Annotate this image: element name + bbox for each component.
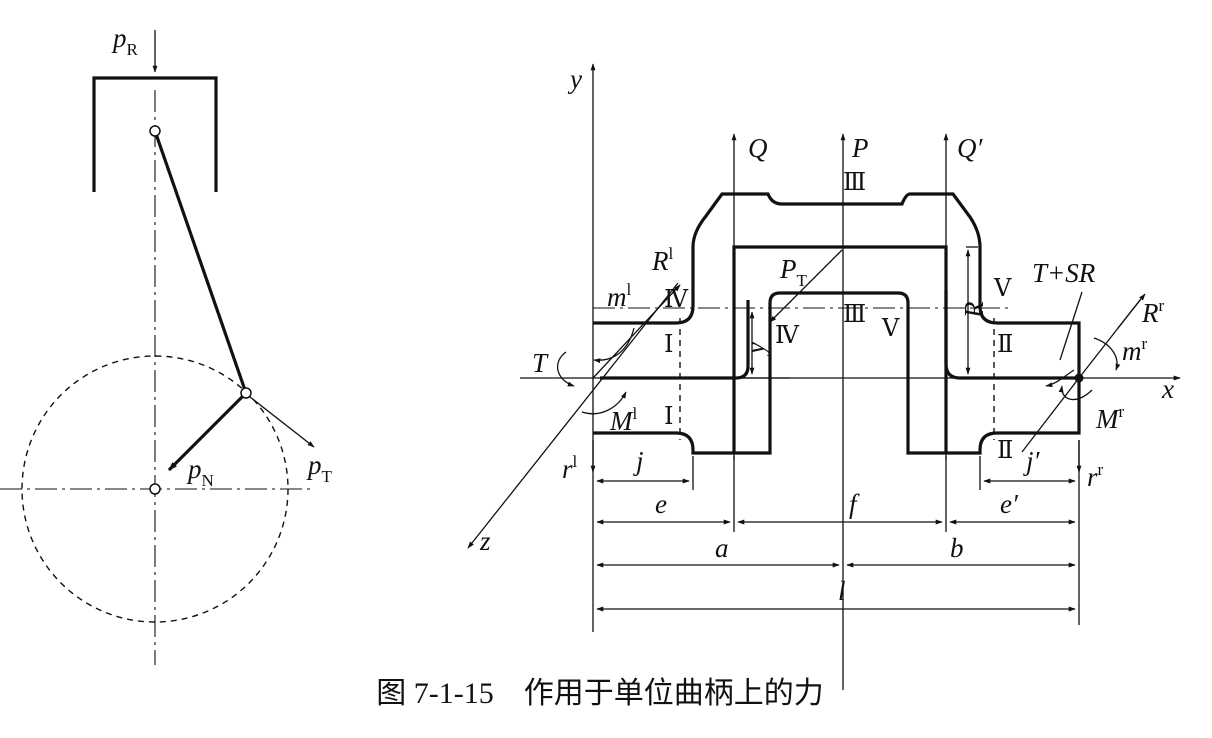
label-pT: pT — [306, 450, 333, 486]
label-T: T — [532, 348, 549, 378]
label-dim-y: y — [740, 342, 770, 357]
label-dim-f: f — [849, 489, 860, 519]
crank-unit-figure: y x z Q P Q′ Rl Rr PT T+SR T ml mr Ml Mr… — [467, 63, 1181, 690]
label-dim-j: j — [633, 446, 644, 476]
label-dim-b: b — [950, 533, 964, 563]
piston — [92, 76, 218, 192]
label-dim-e: e — [655, 489, 667, 519]
figure-caption: 图 7-1-15 作用于单位曲柄上的力 — [376, 677, 823, 710]
T-moment-arc — [556, 351, 575, 387]
label-Rl: Rl — [651, 244, 674, 276]
label-T-plus-SR: T+SR — [1032, 258, 1096, 288]
pT-arrow — [249, 396, 315, 448]
connecting-rod — [153, 130, 248, 394]
z-axis — [467, 282, 679, 549]
label-dim-j-prime: j′ — [1023, 446, 1041, 476]
piston-pin — [149, 125, 161, 137]
label-section-III-lower: Ⅲ — [843, 302, 866, 328]
label-axis-z: z — [479, 526, 491, 556]
right-end-point — [1074, 373, 1084, 383]
crank-arm-pN-arrow — [167, 391, 248, 472]
crank-pin — [240, 387, 252, 399]
label-rr: rr — [1087, 460, 1104, 492]
crank-circle — [21, 355, 289, 623]
label-P: P — [851, 133, 869, 163]
label-dim-R: R — [959, 301, 989, 319]
label-dim-a: a — [715, 533, 729, 563]
left-bearing-step — [600, 300, 750, 380]
label-rl: rl — [562, 452, 578, 484]
label-axis-x: x — [1161, 374, 1174, 404]
label-PT: PT — [779, 254, 808, 290]
label-section-V-upper: Ⅴ — [993, 276, 1012, 302]
label-mr: mr — [1122, 334, 1148, 366]
Ml-moment-arc — [581, 391, 627, 415]
Rr-arrow — [1117, 293, 1146, 329]
label-pN: pN — [186, 454, 214, 490]
label-dim-l: l — [838, 576, 846, 606]
crankshaft-outline — [593, 192, 1081, 455]
label-Mr: Mr — [1095, 402, 1125, 434]
TSR-arrow — [1045, 369, 1075, 388]
label-ml: ml — [607, 280, 632, 312]
label-Q: Q — [748, 133, 768, 163]
label-Ml: Ml — [609, 404, 638, 436]
label-Q-prime: Q′ — [957, 133, 983, 163]
label-pR: pR — [111, 23, 139, 59]
Rr-line-down — [1021, 377, 1080, 453]
label-section-IV-lower: Ⅳ — [775, 323, 800, 349]
Mr-moment-arc — [1058, 385, 1093, 401]
label-section-I-lower: Ⅰ — [664, 404, 673, 430]
PT-arrow — [769, 249, 843, 323]
crank-center — [149, 483, 161, 495]
Rl-arrow — [592, 284, 681, 379]
label-section-I-upper: Ⅰ — [664, 332, 673, 358]
label-section-II-upper: Ⅱ — [997, 332, 1013, 358]
label-Rr: Rr — [1141, 296, 1165, 328]
label-dim-e-prime: e′ — [1000, 489, 1019, 519]
label-section-II-lower: Ⅱ — [997, 438, 1013, 464]
label-section-IV-upper: Ⅳ — [664, 287, 689, 313]
piston-rod-figure: pR pN pT — [0, 23, 333, 665]
mr-moment-arc — [1093, 337, 1121, 371]
label-axis-y: y — [567, 64, 582, 94]
label-section-III-upper: Ⅲ — [843, 170, 866, 196]
label-section-V-lower: Ⅴ — [881, 316, 900, 342]
ml-moment-arc — [593, 327, 635, 364]
TSR-leader — [1059, 291, 1083, 361]
